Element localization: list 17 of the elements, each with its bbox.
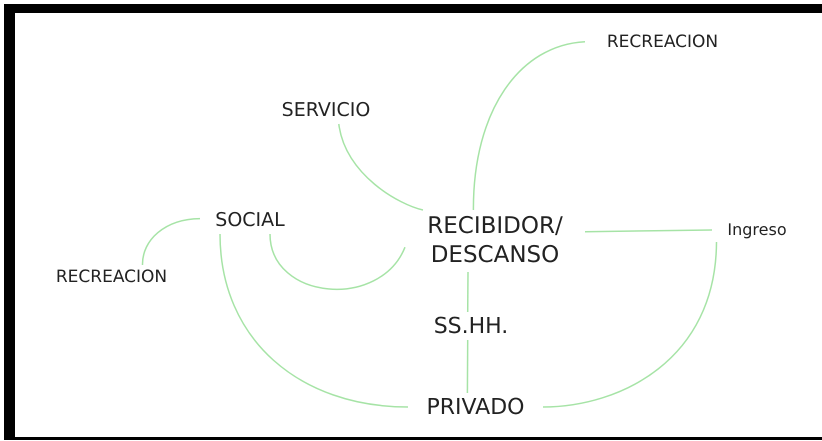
- node-label: PRIVADO: [408, 393, 543, 421]
- connector-line: [542, 242, 718, 408]
- node-label: SS.HH.: [416, 312, 526, 340]
- connector-line: [472, 40, 586, 210]
- connector-line: [466, 272, 469, 312]
- node-label: SOCIAL: [200, 206, 300, 234]
- node-label: Ingreso: [712, 218, 802, 242]
- connector-line: [269, 234, 406, 290]
- node-label: RECIBIDOR/ DESCANSO: [405, 210, 585, 272]
- connector-line: [142, 218, 200, 266]
- connector-line: [219, 234, 408, 408]
- node-label: RECREACION: [585, 30, 740, 56]
- connector-line: [466, 340, 468, 393]
- connector-line: [584, 229, 712, 232]
- connector-line: [338, 124, 424, 211]
- node-label: RECREACION: [34, 265, 189, 291]
- node-label: SERVICIO: [262, 96, 390, 124]
